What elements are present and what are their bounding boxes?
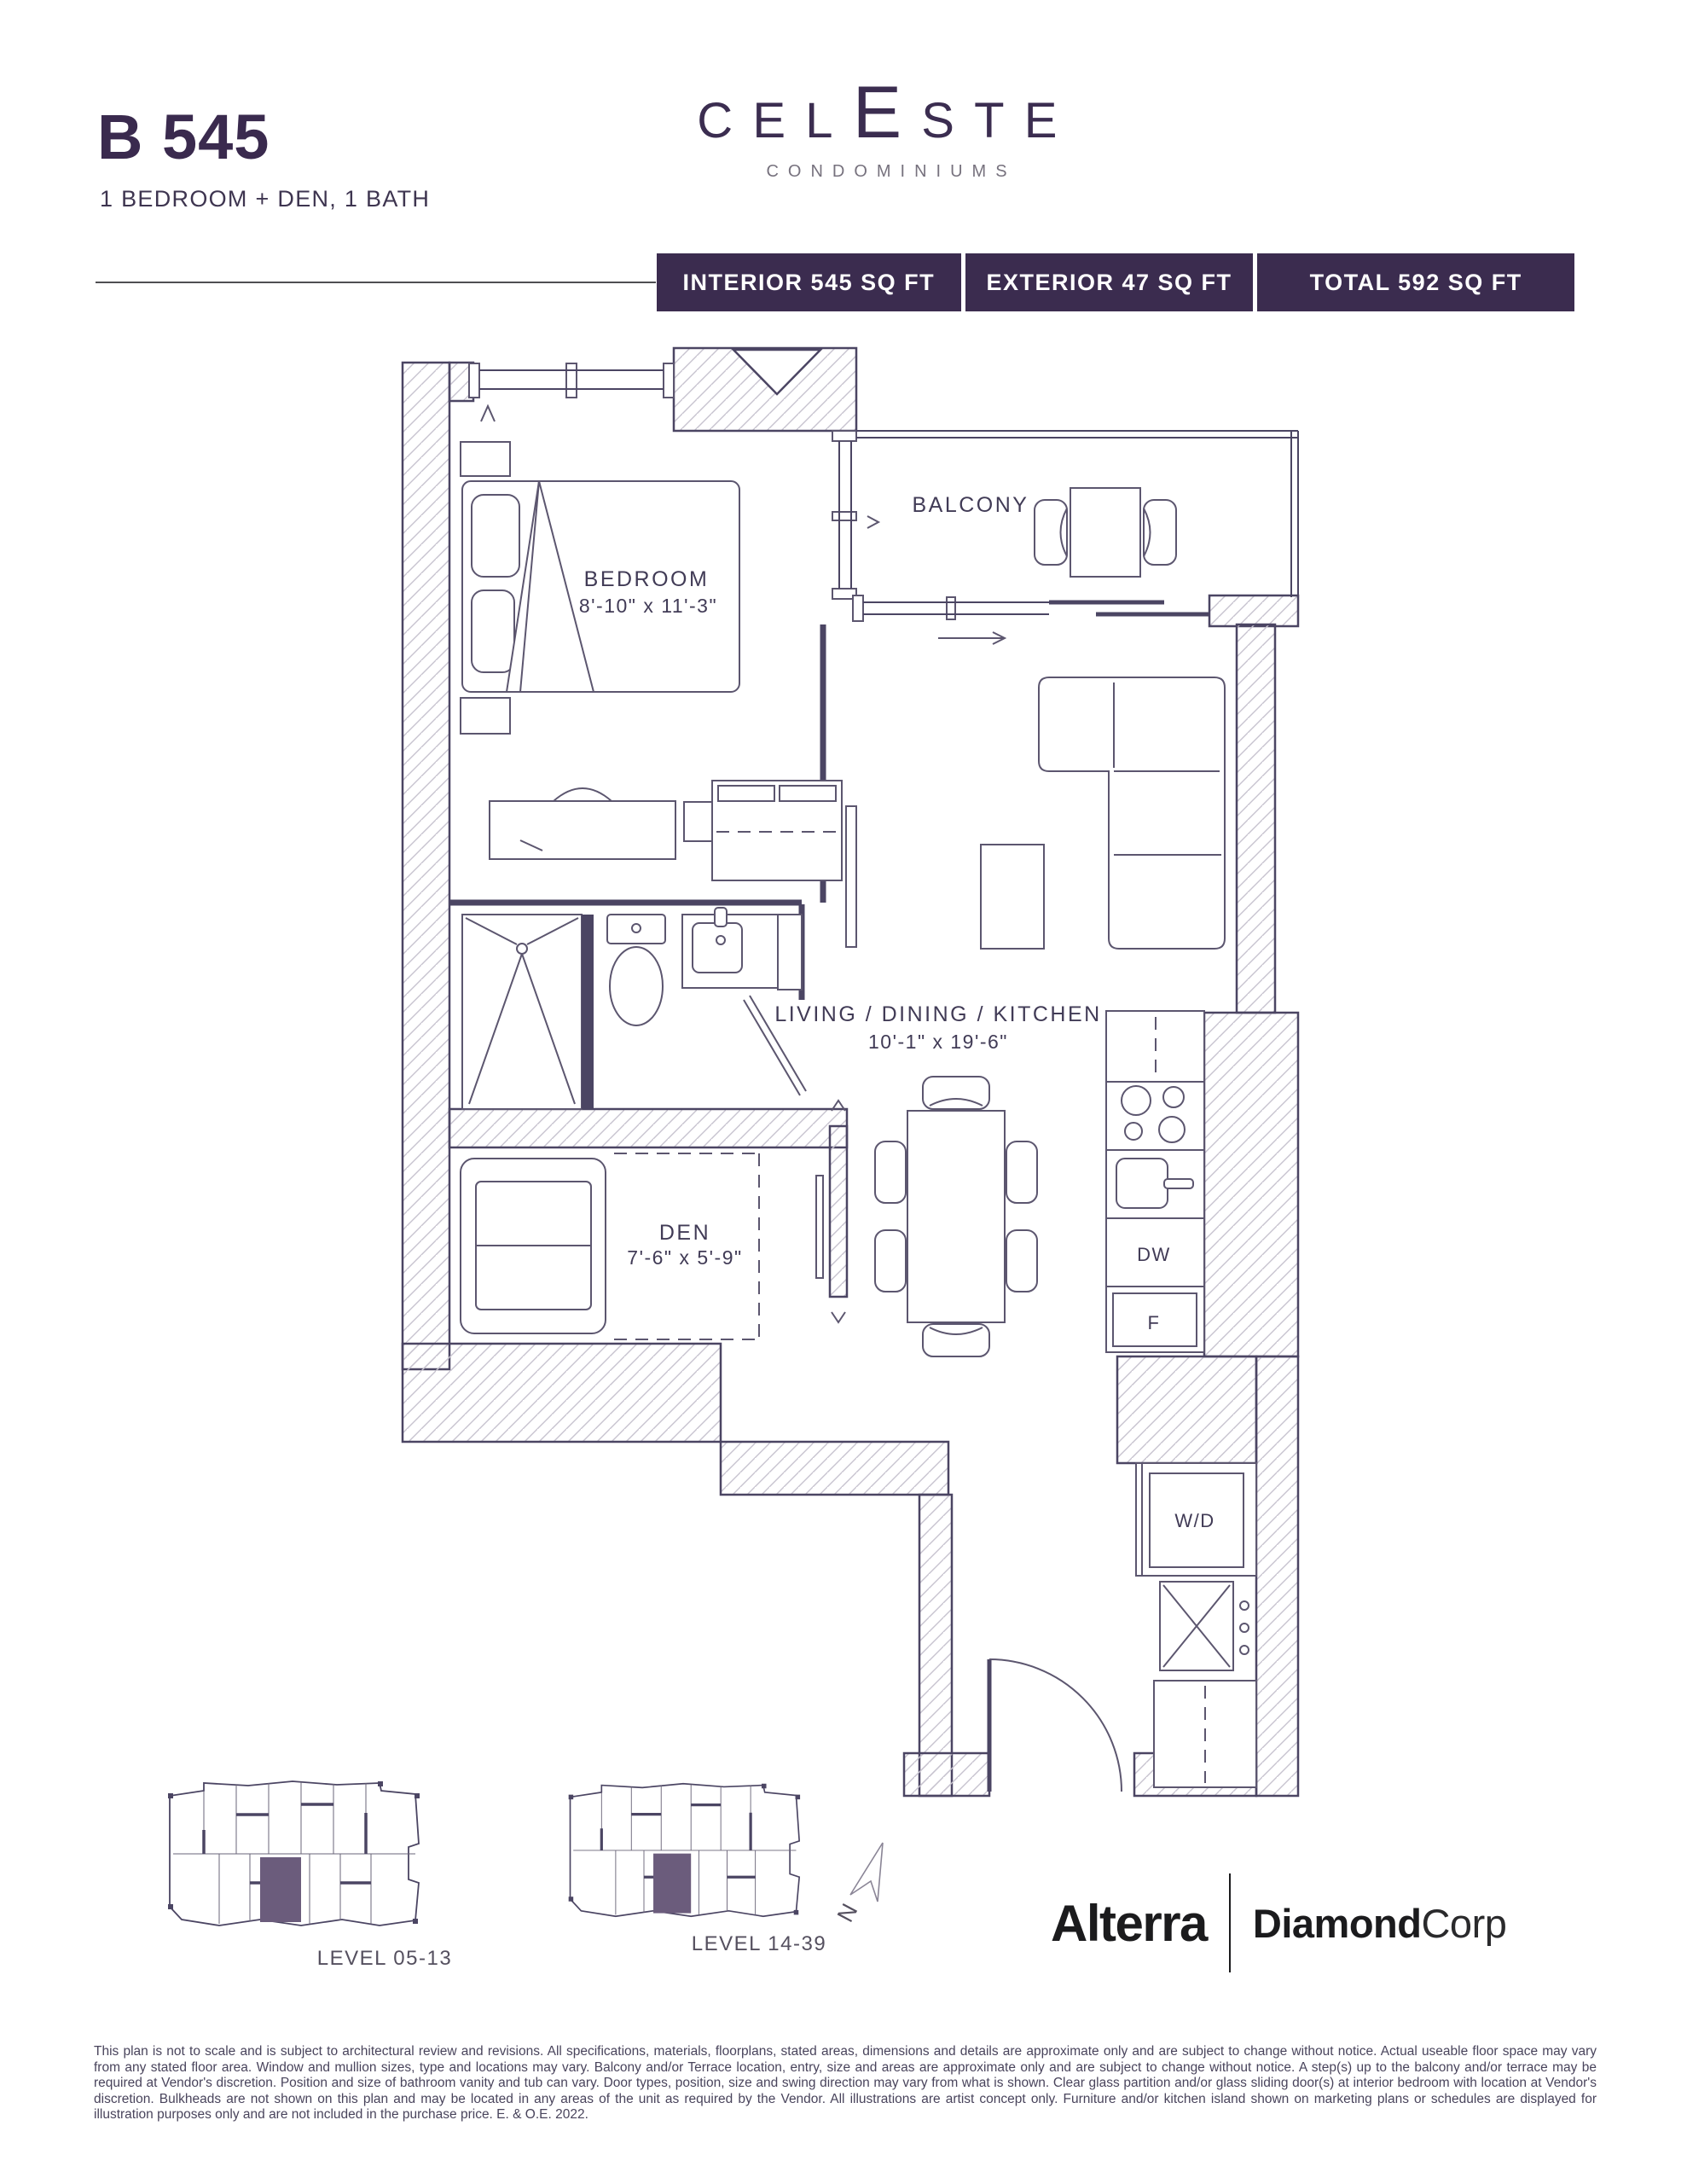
living-sofa bbox=[1038, 677, 1226, 950]
keyplan-level-14-39: LEVEL 14-39 bbox=[567, 1782, 826, 1955]
coffee-table bbox=[980, 844, 1045, 950]
logo-divider bbox=[1228, 1873, 1231, 1972]
diamondcorp-logo: DiamondCorp bbox=[1252, 1900, 1507, 1947]
tv-panel bbox=[845, 805, 857, 948]
bedroom-furniture bbox=[460, 441, 740, 860]
walls bbox=[401, 346, 1300, 1798]
diamondcorp-light: Corp bbox=[1421, 1900, 1507, 1946]
balcony-label: BALCONY bbox=[913, 493, 1029, 517]
north-arrow-icon: N bbox=[832, 1842, 884, 1926]
keyplans: LEVEL 05-13 LEVEL 14-39 N bbox=[166, 1780, 884, 1970]
balcony-structure bbox=[852, 430, 1299, 645]
bedroom-balcony-window bbox=[832, 430, 881, 600]
area-badges: INTERIOR 545 SQ FT EXTERIOR 47 SQ FT TOT… bbox=[657, 253, 1575, 311]
north-label: N bbox=[832, 1900, 863, 1926]
bedroom-dims: 8'-10" x 11'-3" bbox=[579, 595, 717, 617]
laundry-closets bbox=[1135, 1462, 1257, 1788]
celeste-tagline: CONDOMINIUMS bbox=[766, 162, 1017, 181]
bedroom-label: BEDROOM bbox=[584, 567, 710, 591]
keyplan-label-05-13: LEVEL 05-13 bbox=[317, 1947, 452, 1970]
floorplan-drawing: BEDROOM 8'-10" x 11'-3" BALCONY LIVING /… bbox=[401, 346, 1300, 1798]
balcony-table-chairs bbox=[1034, 487, 1177, 578]
wordmark-post: STE bbox=[921, 93, 1077, 148]
total-area-badge: TOTAL 592 SQ FT bbox=[1257, 253, 1575, 311]
kitchen bbox=[1105, 1010, 1205, 1353]
wordmark-tall-e: E bbox=[852, 72, 922, 154]
celeste-logo: CELESTE CONDOMINIUMS bbox=[631, 73, 1143, 182]
bedroom-closet bbox=[711, 780, 843, 881]
entry-door bbox=[987, 1658, 1122, 1792]
unit-number: B 545 bbox=[97, 102, 270, 172]
celeste-wordmark: CELESTE bbox=[631, 73, 1143, 160]
interior-area-badge: INTERIOR 545 SQ FT bbox=[657, 253, 961, 311]
diamondcorp-bold: Diamond bbox=[1252, 1900, 1422, 1946]
exterior-area-badge: EXTERIOR 47 SQ FT bbox=[965, 253, 1254, 311]
dishwasher-label: DW bbox=[1137, 1244, 1171, 1265]
keyplan-level-05-13: LEVEL 05-13 bbox=[166, 1780, 452, 1970]
bathroom bbox=[461, 907, 807, 1110]
bedroom-window bbox=[468, 363, 675, 422]
washer-dryer-label: W/D bbox=[1174, 1510, 1215, 1531]
header-divider bbox=[96, 282, 656, 283]
keyplan-label-14-39: LEVEL 14-39 bbox=[692, 1932, 826, 1955]
living-dims: 10'-1" x 19'-6" bbox=[868, 1031, 1008, 1053]
fridge-label: F bbox=[1148, 1312, 1161, 1333]
disclaimer-text: This plan is not to scale and is subject… bbox=[94, 2044, 1597, 2123]
den-dims: 7'-6" x 5'-9" bbox=[627, 1246, 742, 1269]
dining-set bbox=[874, 1076, 1038, 1357]
unit-type: 1 BEDROOM + DEN, 1 BATH bbox=[100, 186, 431, 212]
den-label: DEN bbox=[659, 1221, 710, 1245]
alterra-logo: Alterra bbox=[1051, 1894, 1208, 1952]
developer-logos: Alterra DiamondCorp bbox=[1051, 1873, 1507, 1972]
living-label: LIVING / DINING / KITCHEN bbox=[774, 1002, 1101, 1026]
wordmark-pre: CEL bbox=[697, 93, 853, 148]
den-furniture bbox=[460, 1099, 846, 1340]
